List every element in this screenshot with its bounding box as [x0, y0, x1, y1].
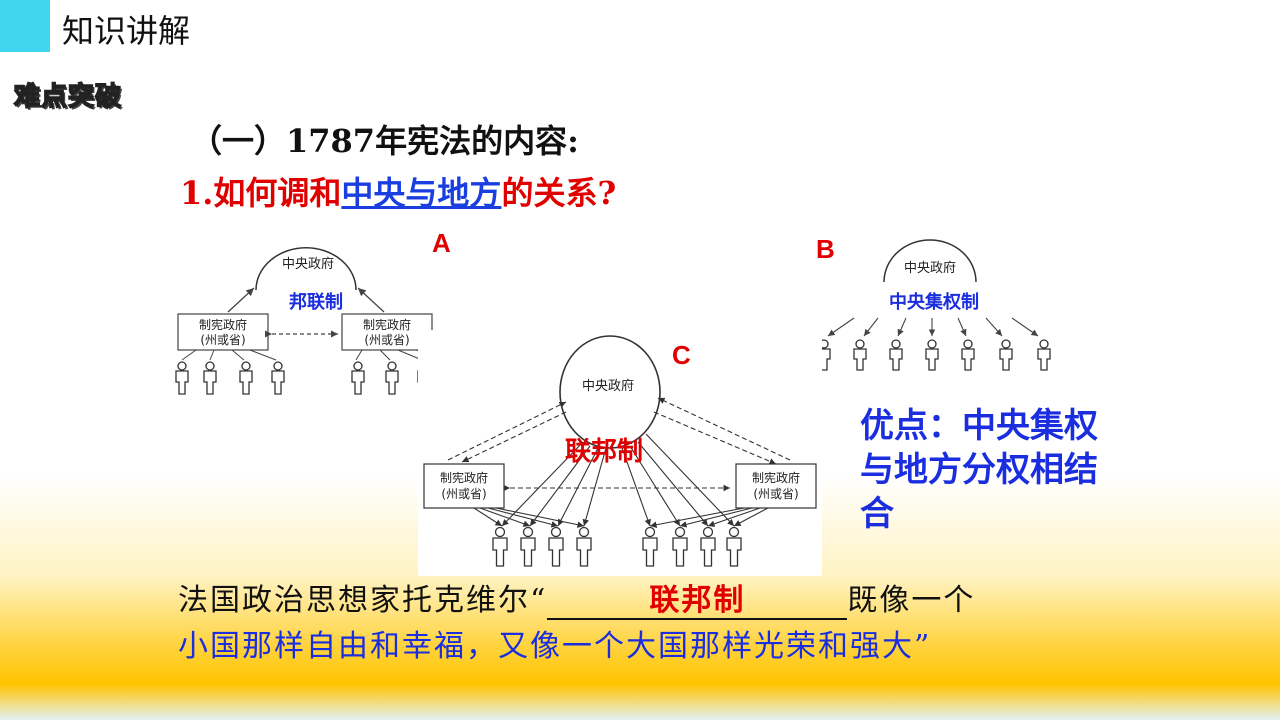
diagram-a-state-left — [177, 313, 269, 351]
diagram-b-people — [817, 339, 1051, 371]
diagram-a-state-right-line1: 制宪政府 — [363, 317, 411, 332]
diagram-c-state-right-line2: (州或省) — [753, 487, 798, 501]
diagram-c-state-left-line2: (州或省) — [441, 487, 486, 501]
diagram-b-center: 中央政府 — [904, 261, 956, 276]
diagram-a-state-right — [341, 313, 433, 351]
diagram-c: 中央政府 联邦制 制宪政府 (州或省) 制宪政府 (州或省) — [418, 330, 822, 576]
header-accent-bar — [0, 0, 50, 52]
diagram-a-caption: 邦联制 — [289, 291, 343, 313]
diagram-a-graphic: 中央政府 邦联制 制宪政府 (州或省) 制宪政府 (州或省) — [175, 247, 463, 395]
section-title: （一）1787年宪法的内容: — [190, 122, 579, 160]
diagram-a-state-left-line1: 制宪政府 — [199, 317, 247, 332]
diagram-c-state-left-line1: 制宪政府 — [440, 470, 488, 485]
diagram-c-label: C — [672, 340, 691, 370]
question-suffix: 的关系? — [501, 174, 617, 212]
quote-line2: 小国那样自由和幸福，又像一个大国那样光荣和强大” — [178, 629, 932, 664]
advantage-text: 优点：中央集权与地方分权相结合 — [860, 406, 1098, 534]
diagram-b-caption: 中央集权制 — [889, 291, 979, 313]
diagram-c-center-ellipse — [559, 335, 661, 449]
diagram-c-state-right-line1: 制宪政府 — [752, 470, 800, 485]
diagram-c-graphic: 中央政府 联邦制 制宪政府 (州或省) 制宪政府 (州或省) — [423, 335, 817, 567]
quote-line1: 法国政治思想家托克维尔“联邦制既像一个 — [178, 578, 975, 624]
question: 1.如何调和中央与地方的关系? — [180, 168, 616, 214]
quote-blank-answer: 联邦制 — [547, 584, 848, 620]
diagram-b-center-arc — [883, 239, 977, 283]
section-badge: 难点突破 — [13, 81, 123, 113]
diagram-a-center: 中央政府 — [282, 257, 334, 272]
diagram-b: 中央政府 中央集权制 — [806, 226, 1062, 376]
quote-suffix: 既像一个 — [847, 583, 976, 618]
diagram-a: 中央政府 邦联制 制宪政府 (州或省) 制宪政府 (州或省) — [166, 220, 468, 408]
diagram-a-center-arc — [255, 247, 357, 291]
diagram-c-people — [492, 526, 742, 567]
diagram-a-state-left-line2: (州或省) — [200, 333, 245, 347]
question-prefix: 1.如何调和 — [180, 174, 342, 212]
diagram-b-graphic: 中央政府 中央集权制 — [817, 239, 1051, 371]
diagram-a-state-right-line2: (州或省) — [364, 333, 409, 347]
question-highlight: 中央与地方 — [341, 174, 502, 212]
page-title: 知识讲解 — [62, 12, 191, 50]
quote: 法国政治思想家托克维尔“联邦制既像一个 小国那样自由和幸福，又像一个大国那样光荣… — [178, 578, 975, 670]
diagram-a-label: A — [432, 228, 451, 258]
diagram-b-label: B — [816, 234, 835, 264]
diagram-c-state-left — [423, 463, 505, 509]
diagram-c-state-right — [735, 463, 817, 509]
diagram-c-center: 中央政府 — [582, 379, 634, 394]
quote-prefix: 法国政治思想家托克维尔“ — [178, 583, 548, 618]
diagram-c-caption: 联邦制 — [565, 437, 643, 467]
